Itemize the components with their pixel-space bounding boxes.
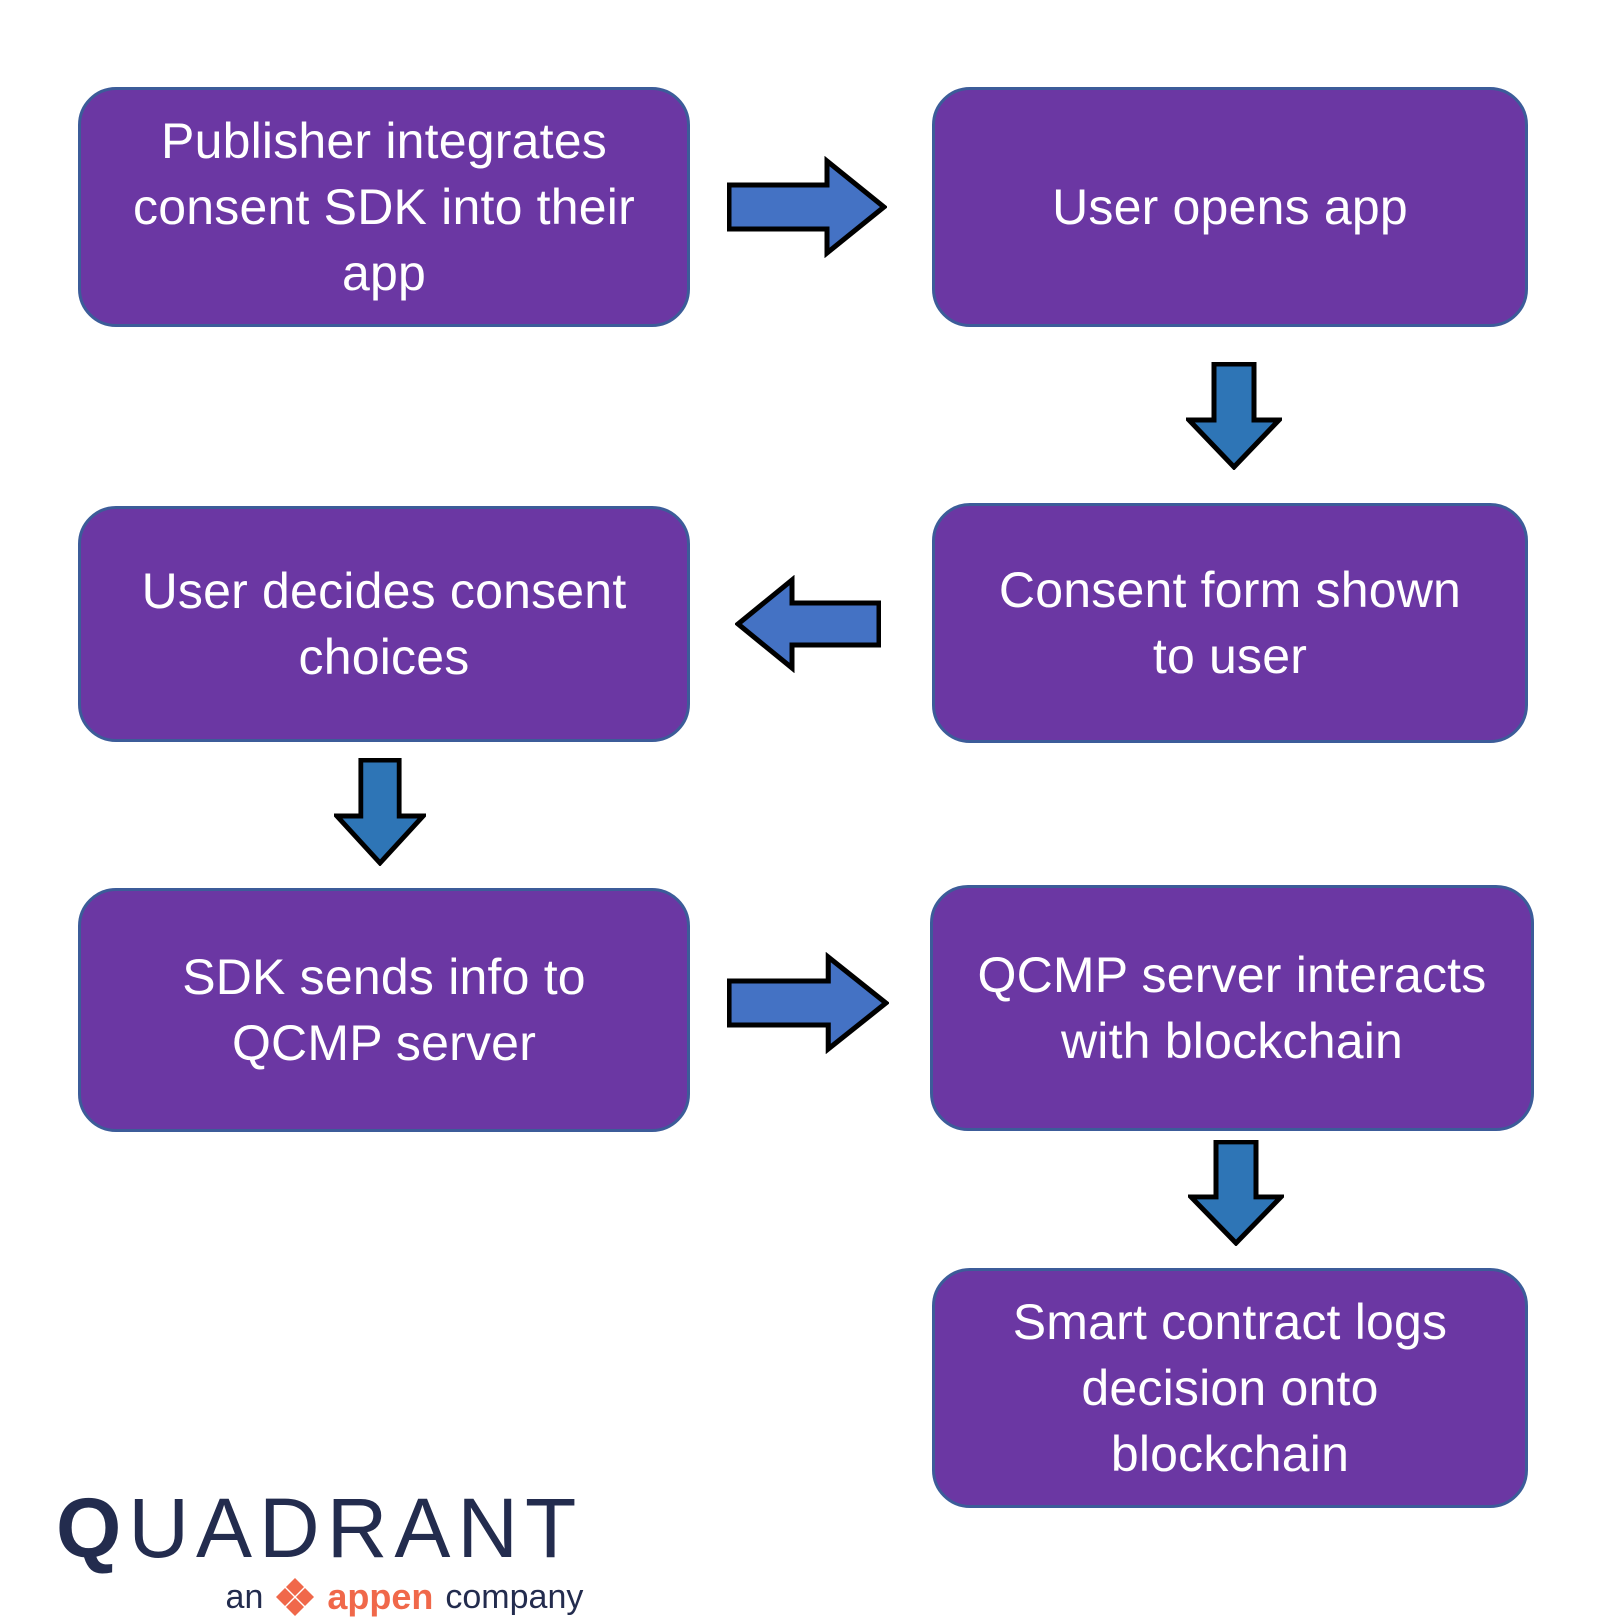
flow-box-user-decides-consent: User decides consent choices — [78, 506, 690, 742]
down-arrow-icon — [1188, 1140, 1284, 1246]
flow-box-label: SDK sends info to QCMP server — [182, 949, 586, 1071]
quadrant-wordmark-initial: Q — [56, 1481, 129, 1575]
tagline-suffix: company — [445, 1577, 584, 1616]
flow-box-user-opens-app: User opens app — [932, 87, 1528, 327]
arrow-consent-form-to-user-decides-icon — [735, 575, 881, 673]
left-arrow-icon — [735, 575, 881, 673]
down-arrow-icon — [1186, 362, 1282, 470]
flow-box-smart-contract-logs: Smart contract logs decision onto blockc… — [932, 1268, 1528, 1508]
flow-box-label: Smart contract logs decision onto blockc… — [1012, 1294, 1448, 1482]
flow-box-label: Consent form shown to user — [998, 562, 1462, 684]
tagline-prefix: an — [225, 1577, 264, 1616]
arrow-publisher-to-user-opens-icon — [727, 156, 887, 258]
quadrant-wordmark: QUADRANT — [56, 1486, 583, 1570]
arrow-user-opens-to-consent-form-icon — [1186, 362, 1282, 470]
down-arrow-icon — [334, 758, 426, 866]
flow-box-label: User decides consent choices — [141, 563, 627, 685]
right-arrow-icon — [727, 952, 889, 1054]
flow-box-label: QCMP server interacts with blockchain — [977, 947, 1487, 1069]
flow-box-publisher-integrates-sdk: Publisher integrates consent SDK into th… — [78, 87, 690, 327]
appen-diamond-icon — [275, 1577, 315, 1617]
flow-box-label: Publisher integrates consent SDK into th… — [133, 113, 635, 301]
right-arrow-icon — [727, 156, 887, 258]
arrow-qcmp-server-to-smart-contract-icon — [1188, 1140, 1284, 1246]
flow-box-consent-form-shown: Consent form shown to user — [932, 503, 1528, 743]
logo-tagline: an appen company — [56, 1576, 584, 1618]
flow-box-qcmp-server-blockchain: QCMP server interacts with blockchain — [930, 885, 1534, 1131]
flow-box-sdk-sends-info: SDK sends info to QCMP server — [78, 888, 690, 1132]
flow-box-label: User opens app — [1052, 179, 1408, 235]
tagline-appen: appen — [327, 1576, 434, 1617]
quadrant-wordmark-rest: UADRANT — [128, 1481, 584, 1575]
arrow-user-decides-to-sdk-sends-icon — [334, 758, 426, 866]
quadrant-logo: QUADRANT an appen company — [56, 1486, 583, 1618]
arrow-sdk-sends-to-qcmp-server-icon — [727, 952, 889, 1054]
